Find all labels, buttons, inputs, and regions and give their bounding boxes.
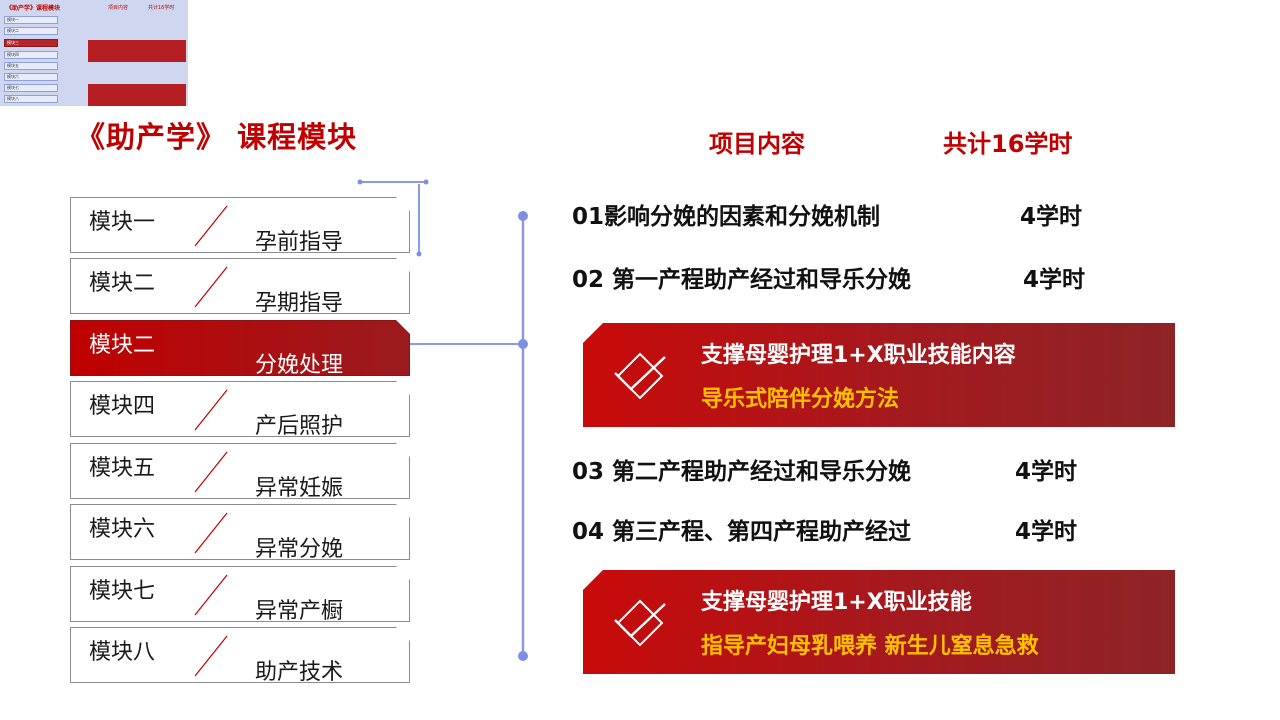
module-number: 模块七	[89, 579, 156, 604]
module-name: 分娩处理	[255, 353, 344, 378]
module-number: 模块六	[89, 517, 156, 542]
header-content: 项目内容	[709, 130, 805, 158]
thumbnail-xbox	[88, 84, 186, 106]
module-1[interactable]: 模块一 孕前指导	[70, 197, 410, 253]
module-name: 孕期指导	[255, 291, 344, 316]
module-5[interactable]: 模块五 异常妊娠	[70, 443, 410, 499]
module-number: 模块八	[89, 640, 156, 665]
module-name: 异常分娩	[255, 537, 344, 562]
module-number: 模块二	[89, 271, 156, 296]
item-hours: 4学时	[1015, 519, 1078, 545]
module-name: 孕前指导	[255, 230, 344, 255]
check-icon	[614, 352, 666, 399]
skill-box-line1: 支撑母婴护理1+X职业技能	[701, 590, 972, 615]
item-hours: 4学时	[1020, 204, 1083, 230]
skill-box-1: 支撑母婴护理1+X职业技能内容 导乐式陪伴分娩方法	[583, 323, 1175, 427]
slash-divider	[194, 574, 228, 616]
module-number: 模块五	[89, 456, 156, 481]
module-number: 模块四	[89, 394, 156, 419]
module-6[interactable]: 模块六 异常分娩	[70, 504, 410, 560]
header-total: 共计16学时	[943, 130, 1073, 158]
slash-divider	[194, 389, 228, 431]
thumbnail-module: 模块五	[4, 62, 58, 70]
item-hours: 4学时	[1015, 459, 1078, 485]
thumbnail-module: 模块二	[4, 27, 58, 35]
thumbnail-module: 模块一	[4, 16, 58, 24]
item-label: 01影响分娩的因素和分娩机制	[572, 204, 881, 230]
thumbnail-module: 模块八	[4, 95, 58, 103]
page-title: 《助产学》 课程模块	[76, 120, 358, 154]
module-8[interactable]: 模块八 助产技术	[70, 627, 410, 683]
thumbnail-module: 模块七	[4, 84, 58, 92]
thumbnail-xbox	[88, 40, 186, 62]
slash-divider	[194, 635, 228, 677]
thumbnail-module: 模块六	[4, 73, 58, 81]
module-number: 模块一	[89, 210, 156, 235]
module-name: 产后照护	[255, 414, 344, 439]
skill-box-2: 支撑母婴护理1+X职业技能 指导产妇母乳喂养 新生儿窒息急救	[583, 570, 1175, 674]
thumbnail-header-content: 项目内容	[108, 5, 129, 11]
item-label: 03 第二产程助产经过和导乐分娩	[572, 459, 912, 485]
module-name: 助产技术	[255, 660, 344, 685]
module-name: 异常妊娠	[255, 476, 344, 501]
item-label: 02 第一产程助产经过和导乐分娩	[572, 267, 912, 293]
module-2[interactable]: 模块二 孕期指导	[70, 258, 410, 314]
skill-box-line2: 指导产妇母乳喂养 新生儿窒息急救	[701, 634, 1039, 659]
slide-thumbnail[interactable]: 《助产学》课程模块 项目内容 共计16学时 模块一 模块二 模块三 模块四 模块…	[0, 0, 188, 106]
module-3-active[interactable]: 模块二 分娩处理	[70, 320, 410, 376]
slash-divider	[194, 512, 228, 554]
slash-divider	[194, 205, 228, 247]
skill-box-line1: 支撑母婴护理1+X职业技能内容	[701, 343, 1016, 368]
module-name: 异常产橱	[255, 599, 344, 624]
item-hours: 4学时	[1023, 267, 1086, 293]
thumbnail-title: 《助产学》课程模块	[6, 5, 61, 12]
thumbnail-header-total: 共计16学时	[148, 5, 175, 11]
thumbnail-module: 模块四	[4, 51, 58, 59]
skill-box-line2: 导乐式陪伴分娩方法	[701, 387, 900, 412]
item-label: 04 第三产程、第四产程助产经过	[572, 519, 912, 545]
thumbnail-module: 模块三	[4, 39, 58, 47]
module-number: 模块二	[89, 333, 156, 358]
slash-divider	[194, 451, 228, 493]
slash-divider	[194, 266, 228, 308]
module-7[interactable]: 模块七 异常产橱	[70, 566, 410, 622]
check-icon	[614, 599, 666, 646]
module-4[interactable]: 模块四 产后照护	[70, 381, 410, 437]
